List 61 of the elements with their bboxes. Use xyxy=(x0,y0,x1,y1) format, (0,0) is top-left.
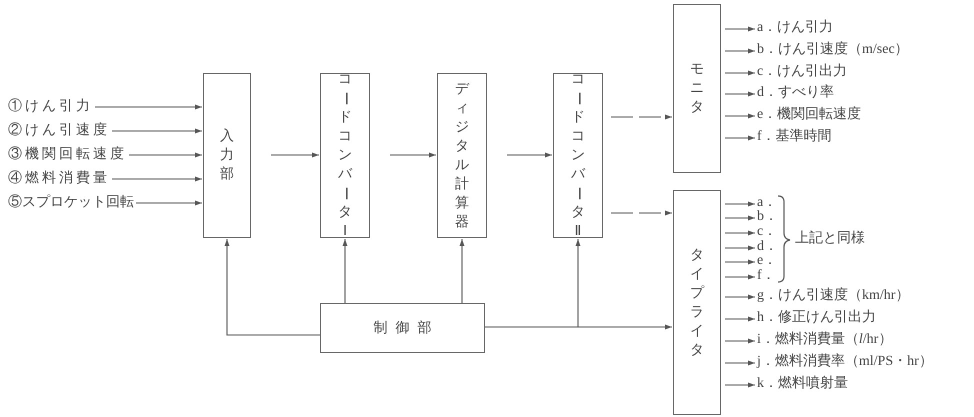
output-label: e． xyxy=(757,253,778,269)
arrow xyxy=(725,114,755,118)
arrow xyxy=(611,210,672,216)
output-label: e．機関回転速度 xyxy=(757,106,862,124)
note-label: 上記と同様 xyxy=(795,232,865,246)
arrow xyxy=(725,216,755,220)
arrow xyxy=(611,114,672,120)
arrow xyxy=(725,92,755,96)
arrow xyxy=(725,230,755,236)
converter-box: コードコンバータⅡ xyxy=(553,73,603,238)
arrow xyxy=(460,239,464,303)
arrow xyxy=(725,136,755,140)
arrow xyxy=(271,152,319,158)
arrow xyxy=(390,152,436,158)
input-label: ④燃料消費量 xyxy=(8,170,110,188)
arrow xyxy=(725,382,755,388)
control-box: 制御部 xyxy=(320,303,485,353)
arrow xyxy=(112,176,202,182)
output-label: h．修正けん引出力 xyxy=(757,310,876,326)
arrow xyxy=(507,152,552,158)
arrow xyxy=(725,48,755,54)
input-label: ⑤スプロケット回転 xyxy=(8,194,134,212)
arrow xyxy=(725,274,755,280)
output-label: c． xyxy=(757,224,778,240)
input-label: ①けん引力 xyxy=(8,98,93,116)
input-label: ②けん引速度 xyxy=(8,122,110,140)
arrow xyxy=(725,202,755,206)
arrow xyxy=(725,294,755,300)
arrow xyxy=(725,260,755,264)
arrow xyxy=(136,200,202,206)
output-label: j．燃料消費率（ml/PS・hr） xyxy=(757,354,933,370)
arrow xyxy=(224,239,320,336)
arrow xyxy=(112,128,202,134)
arrow xyxy=(342,239,348,303)
input-label: ③機関回転速度 xyxy=(8,146,127,164)
arrow xyxy=(725,26,755,32)
output-label: k．燃料噴射量 xyxy=(757,376,848,392)
arrow xyxy=(485,324,672,330)
output-label: f． xyxy=(757,268,776,284)
arrow xyxy=(725,246,755,250)
typewriter-box: タイプライタ xyxy=(673,190,721,415)
arrow xyxy=(725,70,755,76)
arrow xyxy=(725,316,755,322)
converter-box: コードコンバータⅠ xyxy=(320,73,370,238)
output-label: b． xyxy=(757,209,778,225)
output-label: c．けん引出力 xyxy=(757,63,848,81)
arrow xyxy=(129,152,202,158)
output-label: d．すべり率 xyxy=(757,84,834,102)
arrow xyxy=(95,104,202,110)
output-label: f．基準時間 xyxy=(757,128,832,146)
output-label: d． xyxy=(757,239,778,255)
arrow xyxy=(725,360,755,366)
arrow xyxy=(725,338,755,344)
output-label: a．けん引力 xyxy=(757,19,834,37)
input-unit-box: 入力部 xyxy=(203,73,251,238)
output-label: g．けん引速度（km/hr） xyxy=(757,288,910,304)
output-label: b．けん引速度（m/sec） xyxy=(757,41,909,59)
computer-box: ディジタル計算器 xyxy=(437,73,487,238)
output-label: i．燃料消費量（l/hr） xyxy=(757,332,892,348)
output-label: a． xyxy=(757,195,778,211)
monitor-box: モニタ xyxy=(673,4,721,173)
